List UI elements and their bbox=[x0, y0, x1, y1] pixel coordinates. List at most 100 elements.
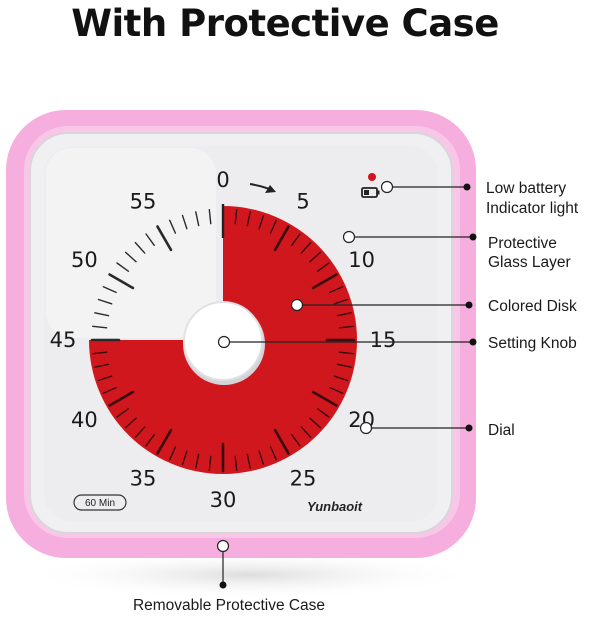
minor-tick bbox=[195, 453, 200, 469]
minor-tick bbox=[134, 241, 146, 254]
minor-tick bbox=[329, 286, 344, 294]
knob-callout-dot bbox=[469, 338, 477, 346]
minor-tick bbox=[92, 351, 108, 355]
minor-tick bbox=[208, 209, 212, 225]
brand-label: Yunbaoit bbox=[307, 499, 363, 514]
minor-tick bbox=[291, 233, 301, 247]
duration-badge bbox=[73, 494, 127, 511]
minor-tick bbox=[124, 251, 137, 263]
major-tick bbox=[311, 390, 338, 407]
disk-callout-ring bbox=[290, 298, 304, 312]
minor-tick bbox=[94, 312, 110, 317]
minor-tick bbox=[92, 325, 108, 329]
minor-tick bbox=[124, 417, 137, 429]
minor-tick bbox=[97, 375, 113, 382]
minor-tick bbox=[195, 211, 200, 227]
disk-label: Colored Disk bbox=[488, 298, 577, 315]
case-callout-dot bbox=[219, 581, 227, 589]
dial-number: 30 bbox=[210, 488, 237, 512]
minor-tick bbox=[102, 386, 117, 394]
battery-tip-icon bbox=[377, 190, 380, 195]
minor-tick bbox=[309, 251, 322, 263]
minor-tick bbox=[116, 262, 130, 272]
glass-label-line2: Glass Layer bbox=[488, 254, 571, 271]
title: With Protective Case bbox=[71, 2, 499, 45]
minor-tick bbox=[338, 325, 354, 329]
minor-tick bbox=[329, 386, 344, 394]
minor-tick bbox=[291, 433, 301, 447]
minor-tick bbox=[300, 241, 312, 254]
minor-tick bbox=[102, 286, 117, 294]
minor-tick bbox=[181, 214, 188, 230]
dial-ticks bbox=[90, 204, 356, 473]
callout-dots bbox=[216, 180, 477, 589]
major-tick bbox=[156, 428, 173, 455]
battery-callout-ring bbox=[380, 180, 394, 194]
major-tick bbox=[156, 225, 173, 252]
dial-number: 50 bbox=[71, 248, 98, 272]
dial-number: 35 bbox=[130, 467, 157, 491]
minor-tick bbox=[316, 408, 330, 418]
dial-number: 15 bbox=[370, 328, 397, 352]
minor-tick bbox=[258, 450, 265, 466]
dial-number: 0 bbox=[216, 168, 229, 192]
glass-label: Protective bbox=[488, 235, 557, 252]
low-battery-label: Low battery bbox=[486, 180, 566, 197]
minor-tick bbox=[246, 453, 251, 469]
battery-level-icon bbox=[364, 190, 369, 195]
major-tick bbox=[108, 390, 135, 407]
minor-tick bbox=[333, 375, 349, 382]
low-battery-label-line2: Indicator light bbox=[486, 200, 579, 217]
minor-tick bbox=[258, 214, 265, 230]
glass-callout-ring bbox=[342, 230, 356, 244]
minor-tick bbox=[316, 262, 330, 272]
minor-tick bbox=[94, 363, 110, 368]
dial-number: 40 bbox=[71, 408, 98, 432]
minor-tick bbox=[169, 219, 177, 234]
dial-label: Dial bbox=[488, 422, 515, 439]
major-tick bbox=[311, 273, 338, 290]
minor-tick bbox=[246, 211, 251, 227]
minor-tick bbox=[116, 408, 130, 418]
minor-tick bbox=[336, 312, 352, 317]
minor-tick bbox=[300, 426, 312, 439]
dial-number: 45 bbox=[50, 328, 77, 352]
minor-tick bbox=[309, 417, 322, 429]
dial-callout-ring bbox=[359, 421, 373, 435]
minor-tick bbox=[181, 450, 188, 466]
duration-badge-label: 60 Min bbox=[85, 498, 115, 509]
major-tick bbox=[273, 225, 290, 252]
minor-tick bbox=[333, 298, 349, 305]
dial-number: 10 bbox=[348, 248, 375, 272]
major-tick bbox=[108, 273, 135, 290]
dial-number: 25 bbox=[290, 467, 317, 491]
case-callout-ring bbox=[216, 539, 230, 553]
glass-callout-dot bbox=[469, 233, 477, 241]
floor-shadow bbox=[20, 551, 480, 599]
minor-tick bbox=[336, 363, 352, 368]
callout-leaders bbox=[222, 186, 472, 584]
minor-tick bbox=[269, 219, 277, 234]
minor-tick bbox=[338, 351, 354, 355]
minor-tick bbox=[234, 209, 238, 225]
battery-led-icon bbox=[368, 173, 376, 181]
knob-callout-ring bbox=[217, 335, 231, 349]
minor-tick bbox=[208, 455, 212, 471]
minor-tick bbox=[145, 233, 155, 247]
battery-callout-dot bbox=[463, 183, 471, 191]
dial-number: 55 bbox=[130, 189, 157, 213]
glass-glare bbox=[46, 148, 216, 338]
minor-tick bbox=[145, 433, 155, 447]
minor-tick bbox=[234, 455, 238, 471]
case-label: Removable Protective Case bbox=[133, 597, 325, 614]
minor-tick bbox=[269, 446, 277, 461]
minor-tick bbox=[169, 446, 177, 461]
minor-tick bbox=[134, 426, 146, 439]
disk-callout-dot bbox=[465, 301, 473, 309]
major-tick bbox=[273, 428, 290, 455]
dial-callout-dot bbox=[465, 424, 473, 432]
direction-arrowhead-icon bbox=[265, 185, 276, 193]
minor-tick bbox=[97, 298, 113, 305]
knob-label: Setting Knob bbox=[488, 335, 577, 352]
